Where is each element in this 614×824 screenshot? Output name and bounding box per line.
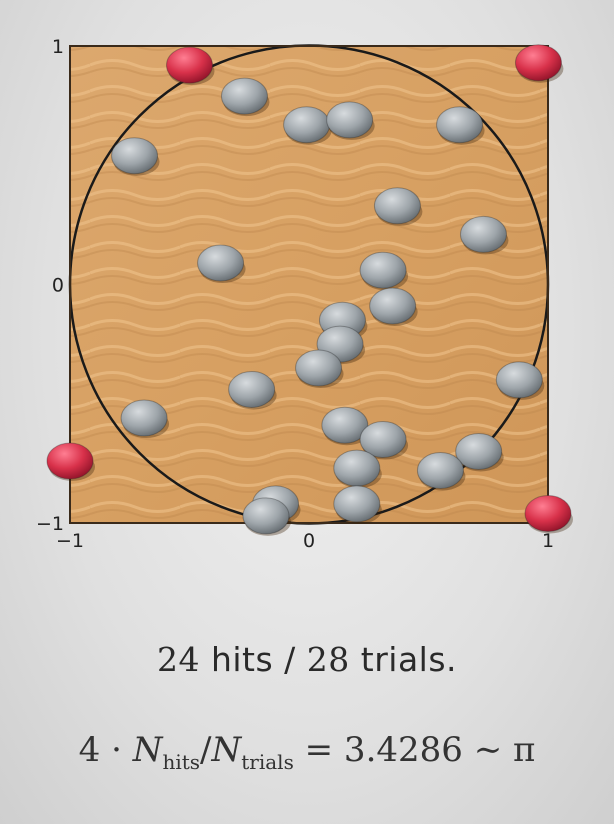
hit-stone [333, 485, 382, 524]
y-axis-ticks: 1 0 −1 [36, 36, 64, 535]
hit-stone [111, 137, 160, 176]
hit-stone [495, 361, 545, 400]
hit-stone [283, 106, 332, 145]
stone-body [369, 287, 417, 325]
stone-body [228, 370, 276, 408]
hit-stones [111, 77, 545, 536]
y-tick-label: 0 [52, 275, 64, 297]
stone-body [166, 46, 213, 84]
stone-body [459, 215, 507, 253]
stone-body [111, 137, 159, 175]
stone-body [333, 485, 381, 523]
miss-stone [524, 494, 573, 534]
stone-body [46, 442, 94, 480]
stone-body [524, 494, 572, 532]
hit-stone [220, 77, 270, 117]
hits-summary: 24 hits / 28 trials. [0, 640, 614, 679]
stone-body [283, 106, 331, 144]
stone-body [495, 361, 543, 399]
stone-body [359, 421, 407, 459]
stone-body [373, 187, 421, 225]
miss-stone [46, 442, 95, 481]
trials-label: trials. [349, 640, 458, 679]
stone-body [514, 44, 562, 82]
y-tick-label: −1 [36, 513, 64, 535]
miss-stones [46, 44, 573, 534]
hit-stone [373, 187, 423, 226]
hits-label: hits / [199, 640, 307, 679]
formula-result: = 3.4286 ∼ π [293, 730, 536, 770]
hit-stone [295, 349, 344, 388]
hit-stone [326, 101, 375, 140]
stone-body [242, 497, 290, 535]
hit-stone [120, 399, 170, 439]
formula-slash: / [200, 730, 212, 770]
trials-count: 28 [306, 640, 350, 679]
x-tick-label: −1 [56, 530, 84, 552]
stone-body [120, 399, 168, 437]
x-axis-ticks: −1 0 1 [56, 530, 554, 552]
hit-stone [359, 251, 409, 291]
hits-count: 24 [156, 640, 200, 679]
formula-n-trials: N [211, 730, 242, 770]
stone-body [326, 101, 374, 139]
stone-body [295, 349, 343, 387]
formula-n-hits: N [132, 730, 163, 770]
x-tick-label: 1 [542, 530, 554, 552]
hit-stone [333, 449, 382, 489]
hit-stone [369, 287, 418, 326]
stone-body [436, 106, 484, 144]
pi-estimate-formula: 4 · Nhits/Ntrials = 3.4286 ∼ π [0, 730, 614, 774]
hit-stone [416, 452, 466, 491]
hit-stone [455, 432, 504, 472]
plot-frame [69, 45, 549, 524]
stone-body [455, 432, 503, 470]
miss-stone [166, 46, 215, 86]
stone-body [333, 449, 381, 487]
stone-body [197, 244, 245, 282]
hit-stone [459, 215, 509, 255]
stone-body [220, 77, 268, 115]
miss-stone [514, 44, 564, 83]
hit-stone [321, 406, 370, 446]
stone-body [321, 406, 369, 444]
hit-stone [228, 370, 277, 410]
stone-body [359, 251, 407, 289]
formula-trials-subscript: trials [241, 749, 294, 774]
formula-hits-subscript: hits [162, 749, 201, 774]
hit-stone [242, 497, 291, 536]
stone-body [416, 452, 464, 490]
y-tick-label: 1 [52, 36, 64, 58]
hit-stone [359, 421, 409, 460]
formula-prefix: 4 · [78, 730, 133, 770]
hit-stone [197, 244, 246, 284]
x-tick-label: 0 [303, 530, 315, 552]
hit-stone [436, 106, 485, 145]
